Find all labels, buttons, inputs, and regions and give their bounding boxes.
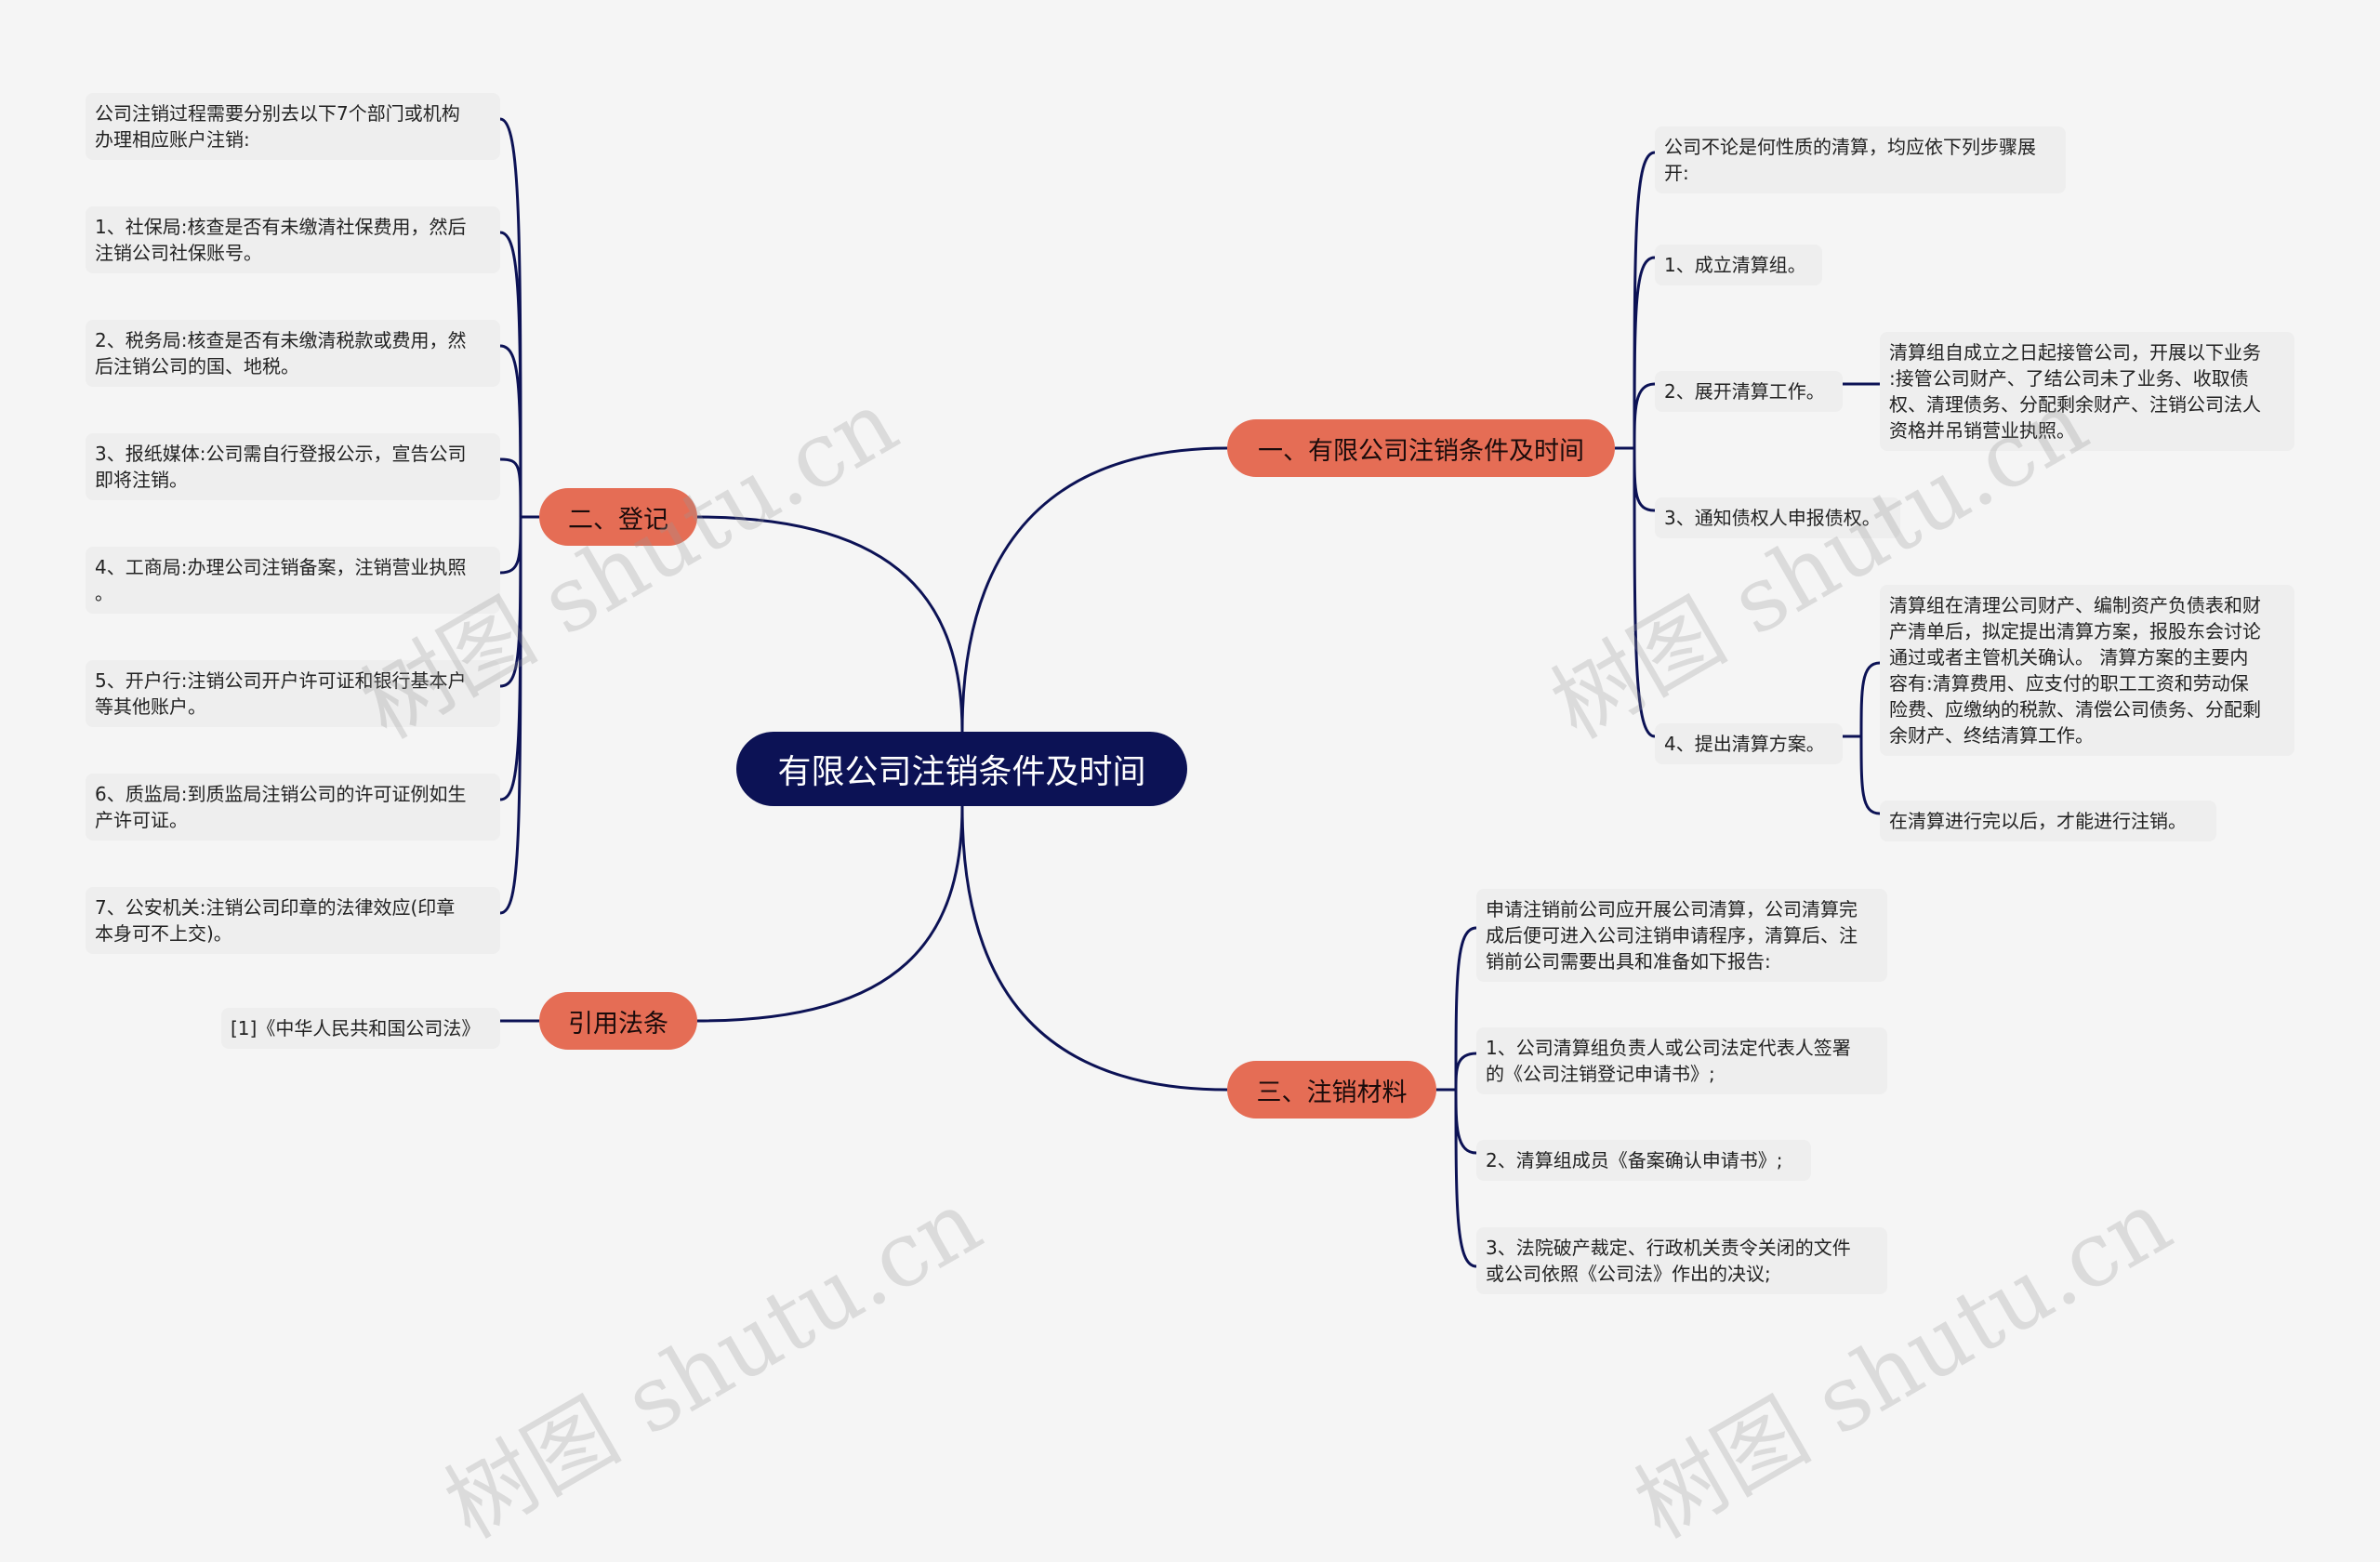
b2-item-1[interactable]: 1、社保局:核查是否有未缴清社保费用，然后 注销公司社保账号。 [86, 206, 500, 273]
b3-item-2[interactable]: 2、清算组成员《备案确认申请书》; [1476, 1140, 1811, 1181]
edge-b1-c4 [1633, 447, 1656, 738]
b2-item-4[interactable]: 4、工商局:办理公司注销备案，注销营业执照 。 [86, 547, 500, 614]
edge-b3-c1 [1454, 1052, 1477, 1091]
edge-step4-detail [1859, 661, 1881, 737]
b2-item-7[interactable]: 7、公安机关:注销公司印章的法律效应(印章 本身可不上交)。 [86, 887, 500, 954]
b1-step-4-note[interactable]: 在清算进行完以后，才能进行注销。 [1880, 801, 2216, 841]
b1-step-4[interactable]: 4、提出清算方案。 [1655, 723, 1843, 764]
b4-law-reference[interactable]: [1]《中华人民共和国公司法》 [221, 1008, 500, 1049]
b2-item-3[interactable]: 3、报纸媒体:公司需自行登报公示，宣告公司 即将注销。 [86, 433, 500, 500]
edge-b2-c5 [499, 516, 522, 688]
b2-intro[interactable]: 公司注销过程需要分别去以下7个部门或机构 办理相应账户注销: [86, 93, 500, 160]
edge-b2-c7 [499, 516, 522, 915]
edge-b2-c0 [499, 117, 522, 518]
b1-step-1[interactable]: 1、成立清算组。 [1655, 245, 1822, 285]
b3-item-3[interactable]: 3、法院破产裁定、行政机关责令关闭的文件 或公司依照《公司法》作出的决议; [1476, 1227, 1887, 1294]
edge-b1-c3 [1633, 447, 1656, 512]
edge-b3-c2 [1454, 1089, 1477, 1155]
edge-root-b2 [696, 515, 964, 733]
b2-item-2[interactable]: 2、税务局:核查是否有未缴清税款或费用，然 后注销公司的国、地税。 [86, 320, 500, 387]
edge-b2-c4 [499, 516, 522, 575]
edge-root-b4 [696, 805, 964, 1023]
edge-root-b1 [960, 446, 1228, 733]
b2-item-6[interactable]: 6、质监局:到质监局注销公司的许可证例如生 产许可证。 [86, 774, 500, 841]
edge-b1-c1 [1633, 256, 1656, 449]
b1-step-2-detail[interactable]: 清算组自成立之日起接管公司，开展以下业务 :接管公司财产、了结公司未了业务、收取… [1880, 332, 2294, 451]
edge-b2-c3 [499, 457, 522, 518]
b1-step-3[interactable]: 3、通知债权人申报债权。 [1655, 497, 1900, 538]
edge-b3-c3 [1454, 1089, 1477, 1268]
b1-step-4-detail[interactable]: 清算组在清理公司财产、编制资产负债表和财 产清单后，拟定提出清算方案，报股东会讨… [1880, 585, 2294, 756]
edge-step4-note [1859, 735, 1881, 815]
connector-lines [499, 117, 1881, 1268]
b1-intro[interactable]: 公司不论是何性质的清算，均应依下列步骤展 开: [1655, 126, 2066, 193]
edge-b3-c0 [1454, 926, 1477, 1091]
edge-root-b3 [960, 805, 1228, 1092]
root-topic[interactable]: 有限公司注销条件及时间 [736, 732, 1187, 806]
b2-item-5[interactable]: 5、开户行:注销公司开户许可证和银行基本户 等其他账户。 [86, 660, 500, 727]
b1-step-2[interactable]: 2、展开清算工作。 [1655, 371, 1843, 412]
branch-cited-law[interactable]: 引用法条 [539, 992, 697, 1050]
branch-registration[interactable]: 二、登记 [539, 488, 697, 546]
b3-intro[interactable]: 申请注销前公司应开展公司清算，公司清算完 成后便可进入公司注销申请程序，清算后、… [1476, 889, 1887, 982]
branch-conditions-and-time[interactable]: 一、有限公司注销条件及时间 [1227, 419, 1615, 477]
edge-b2-c2 [499, 344, 522, 518]
branch-cancellation-materials[interactable]: 三、注销材料 [1227, 1061, 1436, 1119]
edge-b1-c2 [1633, 382, 1656, 449]
b3-item-1[interactable]: 1、公司清算组负责人或公司法定代表人签署 的《公司注销登记申请书》; [1476, 1027, 1887, 1094]
